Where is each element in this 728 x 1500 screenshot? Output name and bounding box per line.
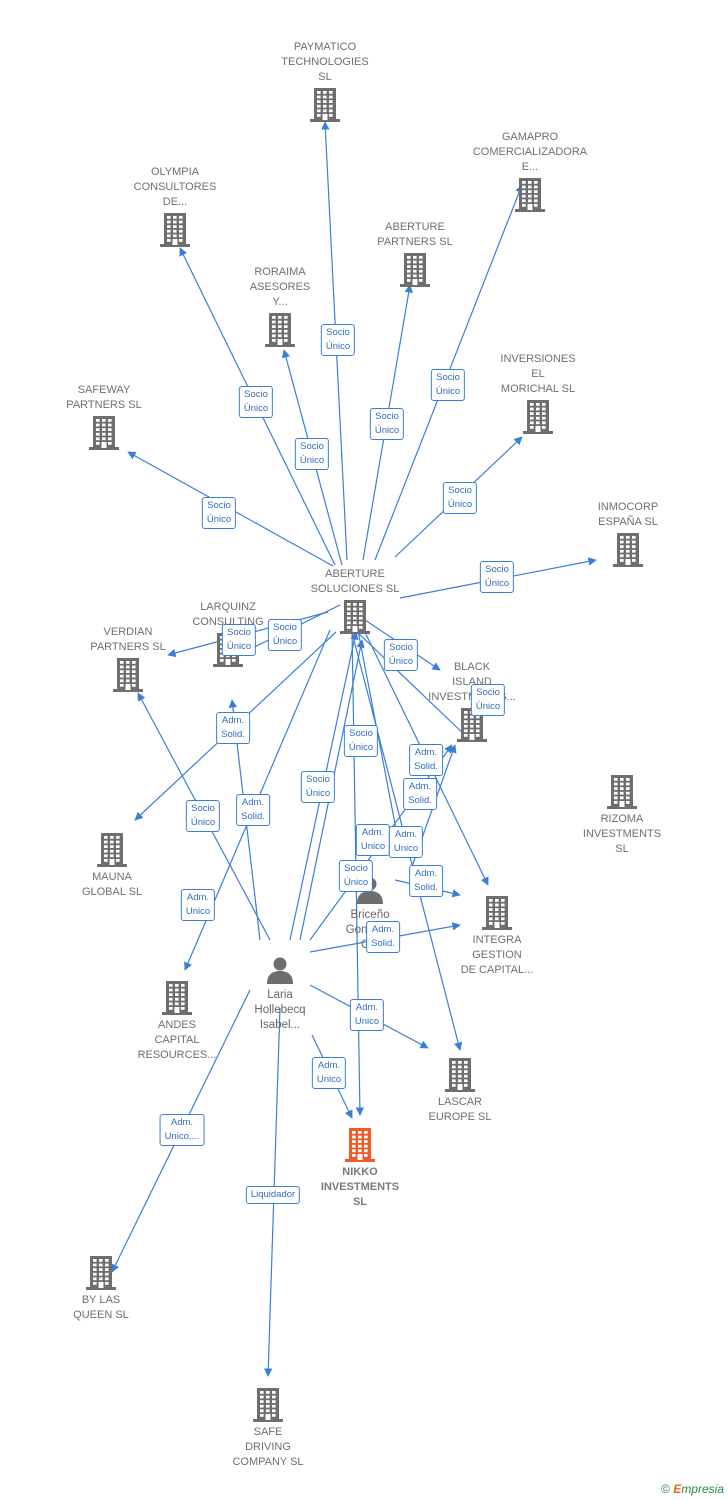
node-nikko[interactable]: NIKKO INVESTMENTS SL [300, 1125, 420, 1210]
edge-role-label[interactable]: Adm. Solid. [366, 921, 400, 953]
edge-role-label[interactable]: Adm. Unico [388, 826, 424, 858]
copyright-symbol: © [661, 1482, 670, 1496]
node-aberture-sol[interactable]: ABERTURE SOLUCIONES SL [295, 567, 415, 637]
node-laria[interactable]: Laria Hollebecq Isabel... [220, 952, 340, 1033]
node-label: GAMAPRO COMERCIALIZADORA E... [472, 131, 588, 173]
node-label: MAUNA GLOBAL SL [81, 871, 143, 898]
edge-role-label[interactable]: Adm. Unico [180, 889, 216, 921]
node-label: SAFEWAY PARTNERS SL [66, 384, 142, 411]
edge-role-label[interactable]: Socio Único [294, 438, 330, 470]
node-rizoma[interactable]: RIZOMA INVESTMENTS SL [562, 772, 682, 857]
building-icon [400, 1058, 520, 1092]
building-icon [220, 313, 340, 347]
person-icon [220, 955, 340, 985]
brand-footer[interactable]: © Empresia [661, 1482, 724, 1496]
node-label: INVERSIONES EL MORICHAL SL [500, 353, 576, 395]
building-icon [117, 981, 237, 1015]
edge-role-label[interactable]: Socio Único [221, 624, 257, 656]
brand-logo-initial: E [673, 1482, 682, 1496]
building-icon [568, 533, 688, 567]
edge-role-label[interactable]: Adm. Solid. [409, 865, 443, 897]
edge-role-label[interactable]: Socio Único [430, 369, 466, 401]
building-icon [470, 178, 590, 212]
edge-role-label[interactable]: Socio Único [267, 619, 303, 651]
edge-role-label[interactable]: Adm. Solid. [403, 778, 437, 810]
node-label: BY LAS QUEEN SL [73, 1294, 129, 1321]
edge-role-label[interactable]: Adm. Unico,... [159, 1114, 205, 1146]
building-icon [208, 1388, 328, 1422]
building-icon [437, 896, 557, 930]
edge-role-label[interactable]: Adm. Unico [349, 999, 385, 1031]
node-integra[interactable]: INTEGRA GESTION DE CAPITAL... [437, 893, 557, 978]
node-label: LASCAR EUROPE SL [428, 1096, 492, 1123]
brand-logo-rest: mpresia [681, 1482, 724, 1496]
node-label: VERDIAN PARTNERS SL [90, 626, 166, 653]
relation-edge [354, 629, 471, 741]
node-gamapro[interactable]: GAMAPRO COMERCIALIZADORA E... [470, 130, 590, 215]
building-icon [300, 1128, 420, 1162]
node-label: INTEGRA GESTION DE CAPITAL... [460, 934, 534, 976]
building-icon [115, 213, 235, 247]
node-label: ABERTURE SOLUCIONES SL [310, 568, 400, 595]
edge-role-label[interactable]: Socio Único [383, 639, 419, 671]
node-aberture-partners[interactable]: ABERTURE PARTNERS SL [355, 220, 475, 290]
edge-role-label[interactable]: Socio Único [369, 408, 405, 440]
edge-role-label[interactable]: Adm. Solid. [409, 744, 443, 776]
node-lascar[interactable]: LASCAR EUROPE SL [400, 1055, 520, 1125]
node-label: OLYMPIA CONSULTORES DE... [133, 166, 217, 208]
node-olympia[interactable]: OLYMPIA CONSULTORES DE... [115, 165, 235, 250]
building-icon [295, 600, 415, 634]
building-icon [412, 708, 532, 742]
building-icon [52, 833, 172, 867]
node-label: ANDES CAPITAL RESOURCES... [137, 1019, 217, 1061]
edge-role-label[interactable]: Socio Único [442, 482, 478, 514]
node-label: NIKKO INVESTMENTS SL [320, 1166, 400, 1208]
edge-role-label[interactable]: Adm. Unico [355, 824, 391, 856]
edge-role-label[interactable]: Socio Único [479, 561, 515, 593]
building-icon [355, 253, 475, 287]
node-label: RORAIMA ASESORES Y... [249, 266, 311, 308]
node-safeway[interactable]: SAFEWAY PARTNERS SL [44, 383, 164, 453]
edge-role-label[interactable]: Adm. Unico [311, 1057, 347, 1089]
building-icon [265, 88, 385, 122]
node-paymatico[interactable]: PAYMATICO TECHNOLOGIES SL [265, 40, 385, 125]
edge-role-label[interactable]: Socio Único [338, 860, 374, 892]
node-roraima[interactable]: RORAIMA ASESORES Y... [220, 265, 340, 350]
building-icon [44, 416, 164, 450]
node-label: Laria Hollebecq Isabel... [254, 989, 306, 1031]
node-label: LARQUINZ CONSULTING [192, 601, 264, 628]
node-safedriving[interactable]: SAFE DRIVING COMPANY SL [208, 1385, 328, 1470]
edge-role-label[interactable]: Socio Único [201, 497, 237, 529]
node-label: INMOCORP ESPAÑA SL [597, 501, 659, 528]
node-bylasqueen[interactable]: BY LAS QUEEN SL [41, 1253, 161, 1323]
node-label: SAFE DRIVING COMPANY SL [232, 1426, 304, 1468]
building-icon [68, 658, 188, 692]
building-icon [478, 400, 598, 434]
building-icon [41, 1256, 161, 1290]
node-label: RIZOMA INVESTMENTS SL [582, 813, 662, 855]
edge-role-label[interactable]: Socio Único [320, 324, 356, 356]
node-label: ABERTURE PARTNERS SL [377, 221, 453, 248]
building-icon [562, 775, 682, 809]
edge-role-label[interactable]: Socio Único [185, 800, 221, 832]
edge-role-label[interactable]: Liquidador [245, 1186, 301, 1204]
node-mauna[interactable]: MAUNA GLOBAL SL [52, 830, 172, 900]
edge-role-label[interactable]: Socio Único [343, 725, 379, 757]
edge-role-label[interactable]: Adm. Solid. [236, 794, 270, 826]
edge-role-label[interactable]: Socio Único [470, 684, 506, 716]
edge-role-label[interactable]: Adm. Solid. [216, 712, 250, 744]
node-inversiones[interactable]: INVERSIONES EL MORICHAL SL [478, 352, 598, 437]
node-verdian[interactable]: VERDIAN PARTNERS SL [68, 625, 188, 695]
node-inmocorp[interactable]: INMOCORP ESPAÑA SL [568, 500, 688, 570]
node-label: PAYMATICO TECHNOLOGIES SL [281, 41, 369, 83]
edge-role-label[interactable]: Socio Único [300, 771, 336, 803]
node-andes[interactable]: ANDES CAPITAL RESOURCES... [117, 978, 237, 1063]
edge-role-label[interactable]: Socio Único [238, 386, 274, 418]
